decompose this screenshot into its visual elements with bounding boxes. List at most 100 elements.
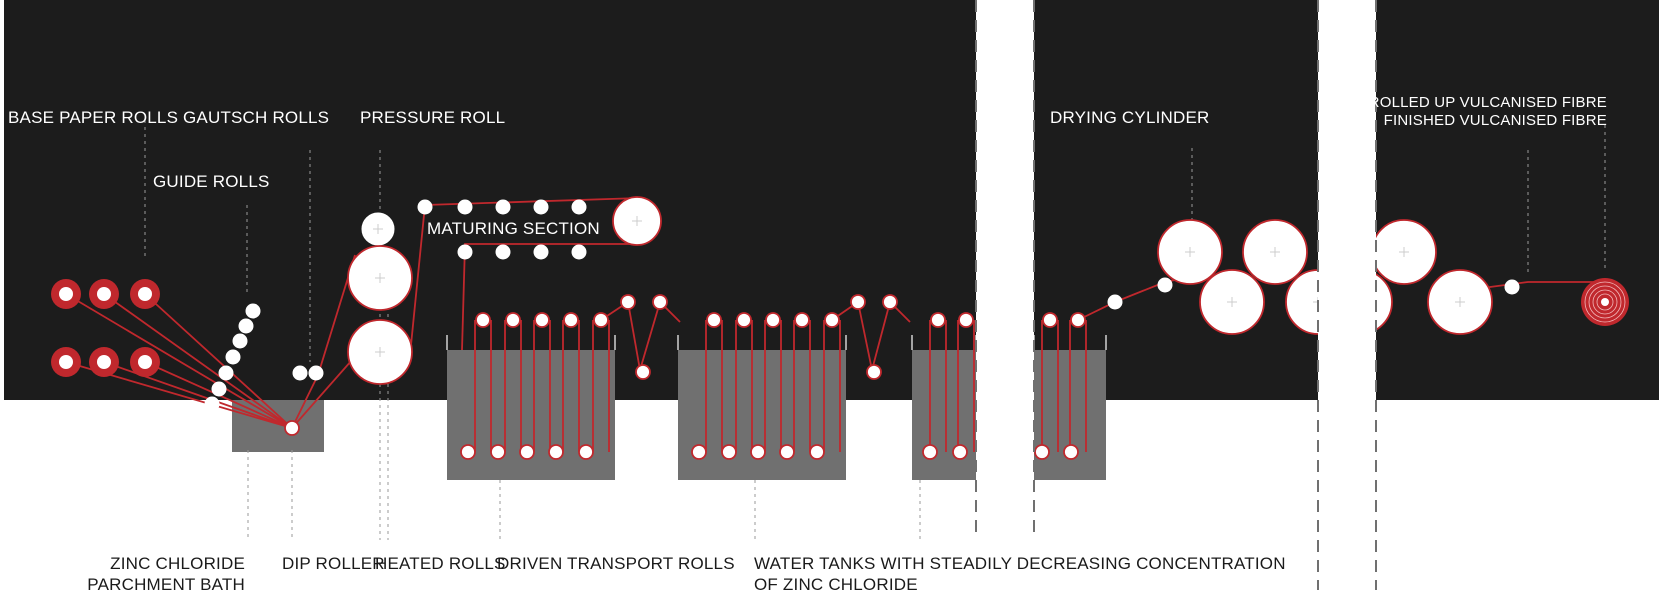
- panel-main: [4, 0, 976, 400]
- label-parchment-bath: PARCHMENT BATH: [87, 575, 245, 594]
- label-zinc-chloride: ZINC CHLORIDE: [110, 554, 245, 573]
- base-paper-roll-core: [97, 287, 111, 301]
- loop-roll-top: [850, 294, 866, 310]
- label-maturing-section: MATURING SECTION: [427, 219, 600, 238]
- loop-roll-top: [652, 294, 668, 310]
- transport-roll: [765, 312, 781, 328]
- finished-roll-ring: [1592, 289, 1618, 315]
- gautsch-roll: [308, 365, 324, 381]
- guide-roll: [204, 396, 220, 412]
- tank-bottom-roll: [460, 444, 476, 460]
- base-paper-roll-core: [97, 355, 111, 369]
- guide-roll: [218, 365, 234, 381]
- transport-roll: [1070, 312, 1086, 328]
- maturing-roll-top: [495, 199, 511, 215]
- exit-roll: [1504, 279, 1520, 295]
- dip-roller: [284, 420, 300, 436]
- transport-roll: [824, 312, 840, 328]
- drying-cylinder-axis: [1227, 297, 1237, 307]
- guide-roll: [245, 303, 261, 319]
- maturing-drum-axis: [632, 216, 642, 226]
- water-tank-3: [912, 350, 976, 480]
- label-driven-transport-rolls: DRIVEN TRANSPORT ROLLS: [497, 554, 735, 573]
- web-tank-1: [474, 320, 610, 452]
- tank-bottom-roll: [750, 444, 766, 460]
- break-gap-2: [1318, 0, 1376, 596]
- label-base-paper-rolls: BASE PAPER ROLLS: [8, 108, 179, 127]
- finished-roll-ring: [1588, 285, 1622, 319]
- guide-roll: [211, 381, 227, 397]
- base-paper-roll-core: [59, 287, 73, 301]
- guide-roll: [238, 318, 254, 334]
- label-drying-cylinder: DRYING CYLINDER: [1050, 108, 1210, 127]
- loop-roll-bottom: [866, 364, 882, 380]
- label-water-tanks: WATER TANKS WITH STEADILY DECREASING CON…: [754, 554, 1286, 573]
- label-gautsch-rolls: GAUTSCH ROLLS: [183, 108, 330, 127]
- transfer-roll: [1157, 277, 1173, 293]
- transport-roll: [563, 312, 579, 328]
- tank-bottom-roll: [490, 444, 506, 460]
- transport-roll: [706, 312, 722, 328]
- finished-roll-ring: [1584, 281, 1626, 323]
- label-dip-roller: DIP ROLLER: [282, 554, 385, 573]
- transport-roll: [930, 312, 946, 328]
- tank-bottom-roll: [578, 444, 594, 460]
- tank-bottom-roll: [952, 444, 968, 460]
- drying-cylinder-axis: [1399, 247, 1409, 257]
- web-tank-4: [1041, 320, 1087, 452]
- base-paper-roll-core: [138, 355, 152, 369]
- tank-rim: [677, 335, 847, 350]
- loop-roll-top: [620, 294, 636, 310]
- transport-roll: [534, 312, 550, 328]
- label-finished-vulcanised-fibre: FINISHED VULCANISED FIBRE: [1383, 112, 1607, 129]
- water-tank-1: [447, 350, 615, 480]
- drying-cylinder-axis: [1185, 247, 1195, 257]
- web-tank-2: [705, 320, 841, 452]
- heated-roll-2-axis: [375, 347, 385, 357]
- maturing-roll-bottom: [571, 244, 587, 260]
- transport-roll: [794, 312, 810, 328]
- tank-bottom-roll: [922, 444, 938, 460]
- tank-bottom-roll: [548, 444, 564, 460]
- transport-roll: [505, 312, 521, 328]
- tank-bottom-roll: [519, 444, 535, 460]
- panel-drying: [1034, 0, 1318, 400]
- maturing-roll-bottom: [533, 244, 549, 260]
- tank-bottom-roll: [1034, 444, 1050, 460]
- maturing-roll-bottom: [457, 244, 473, 260]
- panel-finishing: [1376, 0, 1659, 400]
- base-paper-roll-core: [138, 287, 152, 301]
- guide-roll: [225, 349, 241, 365]
- water-tank-2: [678, 350, 846, 480]
- maturing-roll-top: [533, 199, 549, 215]
- transport-roll: [593, 312, 609, 328]
- pressure-roll-axis: [373, 224, 383, 234]
- tank-bottom-roll: [779, 444, 795, 460]
- label-rolled-up-vulcanised-fibre: ROLLED UP VULCANISED FIBRE: [1368, 94, 1607, 111]
- transport-roll: [475, 312, 491, 328]
- tank-bottom-roll: [691, 444, 707, 460]
- drying-cylinder-axis: [1455, 297, 1465, 307]
- label-heated-rolls: HEATED ROLLS: [375, 554, 506, 573]
- label-pressure-roll: PRESSURE ROLL: [360, 108, 506, 127]
- finished-roll-ring: [1596, 293, 1614, 311]
- finished-roll-core: [1601, 298, 1609, 306]
- transport-roll: [1042, 312, 1058, 328]
- maturing-roll-top: [457, 199, 473, 215]
- label-zinc-chloride-concentration: OF ZINC CHLORIDE: [754, 575, 918, 594]
- loop-roll-bottom: [635, 364, 651, 380]
- gautsch-roll: [292, 365, 308, 381]
- maturing-roll-top: [571, 199, 587, 215]
- maturing-roll-entry: [417, 199, 433, 215]
- heated-roll-1-axis: [375, 273, 385, 283]
- break-gap-1: [976, 0, 1034, 596]
- web-tank-3: [929, 320, 975, 452]
- tank-bottom-roll: [809, 444, 825, 460]
- base-paper-roll-core: [59, 355, 73, 369]
- loop-roll-top: [1107, 294, 1123, 310]
- maturing-roll-bottom: [495, 244, 511, 260]
- label-guide-rolls: GUIDE ROLLS: [153, 172, 270, 191]
- transport-roll: [736, 312, 752, 328]
- tank-bottom-roll: [1063, 444, 1079, 460]
